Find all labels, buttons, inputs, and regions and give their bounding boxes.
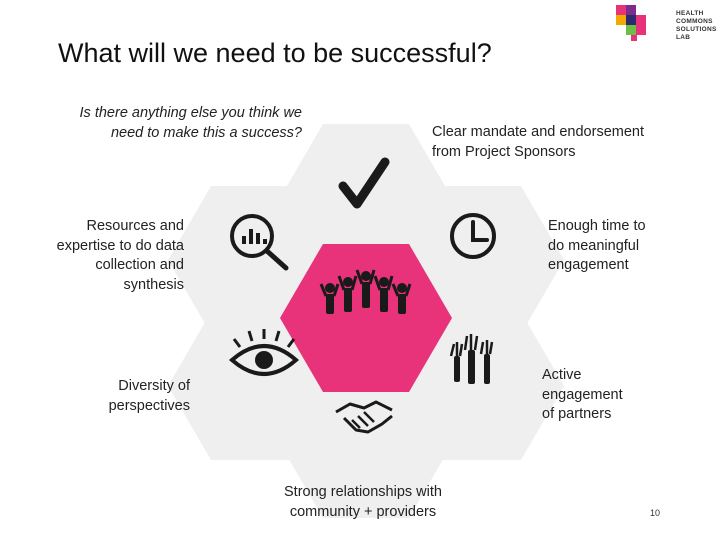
raised-hands-icon [449,334,494,384]
checkmark-icon [338,157,390,209]
label-mid-left: Resources and expertise to do data colle… [20,217,184,295]
magnifier-chart-icon [230,214,289,271]
page-number: 10 [650,508,661,518]
slide-title: What will we need to be successful? [58,38,492,68]
label-line: perspectives [108,397,190,414]
label-line: Active [542,367,582,383]
clock-icon [450,213,496,259]
label-line: engagement [548,257,629,273]
label-line: Resources and [86,218,184,234]
label-line: synthesis [123,276,184,293]
label-line: Clear mandate and endorsement [432,124,644,140]
label-top-right: Clear mandate and endorsement from Proje… [432,123,682,162]
label-line: need to make this a success? [110,124,302,141]
label-low-left: Diversity of perspectives [60,377,190,416]
label-mid-right: Enough time to do meaningful engagement [548,217,688,276]
hexagon-lower-left [168,312,340,460]
logo-text: HEALTH COMMONS SOLUTIONS LAB [676,10,720,42]
label-low-right: Active engagement of partners [542,366,662,425]
health-commons-logo [616,5,646,41]
label-line: engagement [542,386,623,403]
logo-line: SOLUTIONS [676,26,717,33]
label-bottom: Strong relationships with community + pr… [250,483,476,522]
handshake-icon [335,400,393,434]
label-line: Diversity of [118,378,190,394]
eye-icon [228,329,300,376]
label-line: Strong relationships with [284,484,442,500]
logo-line: COMMONS [676,18,713,25]
logo-line: HEALTH [676,10,704,17]
label-line: from Project Sponsors [432,143,576,160]
label-line: do meaningful [548,237,640,254]
label-top-left: Is there anything else you think we need… [40,104,302,143]
label-line: community + providers [289,503,437,520]
logo-line: LAB [676,34,691,41]
label-line: Enough time to [548,218,646,234]
label-line: Is there anything else you think we [79,105,302,121]
label-line: of partners [542,406,612,422]
team-icon [319,269,412,314]
hexagon-center [280,244,452,392]
label-line: expertise to do data [56,237,184,254]
label-line: collection and [95,257,184,273]
